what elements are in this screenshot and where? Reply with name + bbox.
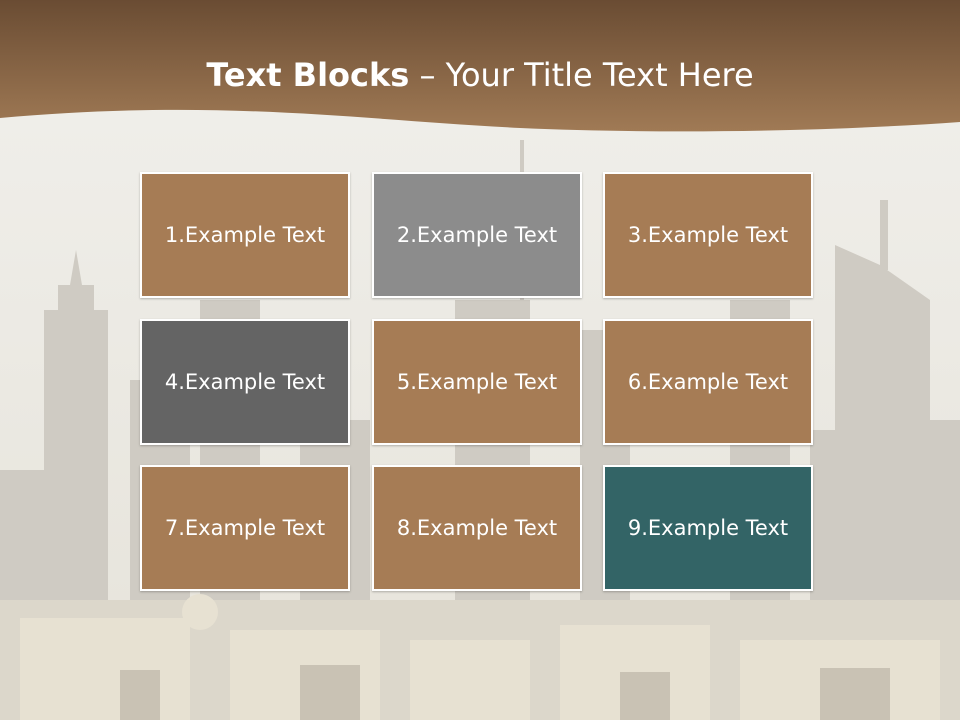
text-block-8[interactable]: 8.Example Text bbox=[372, 465, 582, 591]
text-block-3[interactable]: 3.Example Text bbox=[603, 172, 813, 298]
title-rest: Your Title Text Here bbox=[445, 56, 754, 94]
title-bold: Text Blocks bbox=[206, 56, 410, 94]
header-banner bbox=[0, 0, 960, 132]
slide-title: Text Blocks – Your Title Text Here bbox=[0, 52, 960, 98]
text-block-2[interactable]: 2.Example Text bbox=[372, 172, 582, 298]
text-block-9[interactable]: 9.Example Text bbox=[603, 465, 813, 591]
text-block-7[interactable]: 7.Example Text bbox=[140, 465, 350, 591]
text-block-4[interactable]: 4.Example Text bbox=[140, 319, 350, 445]
text-block-6[interactable]: 6.Example Text bbox=[603, 319, 813, 445]
text-block-1[interactable]: 1.Example Text bbox=[140, 172, 350, 298]
title-separator: – bbox=[409, 56, 446, 94]
text-block-5[interactable]: 5.Example Text bbox=[372, 319, 582, 445]
